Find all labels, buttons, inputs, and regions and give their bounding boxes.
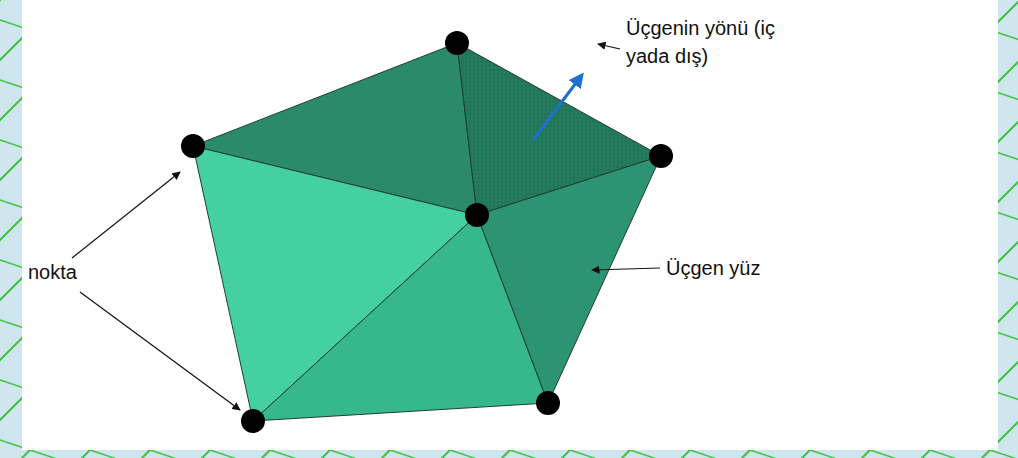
face-label: Üçgen yüz <box>666 254 761 282</box>
vertex <box>465 203 489 227</box>
vertex <box>241 409 265 433</box>
normal-arrow <box>533 75 582 140</box>
vertex-label: nokta <box>28 258 77 286</box>
triangles <box>193 43 661 421</box>
vertices <box>181 31 673 433</box>
vertex <box>649 144 673 168</box>
leader-line <box>72 172 180 258</box>
leader-line <box>80 292 240 410</box>
direction-label: Üçgenin yönü (iç yada dış) <box>626 14 776 70</box>
white-panel <box>22 0 998 450</box>
leader-lines <box>72 44 660 410</box>
vertex <box>445 31 469 55</box>
vertex <box>536 391 560 415</box>
leader-line <box>592 268 660 270</box>
vertex <box>181 134 205 158</box>
leader-line <box>598 44 620 49</box>
triangle-face <box>477 156 661 403</box>
